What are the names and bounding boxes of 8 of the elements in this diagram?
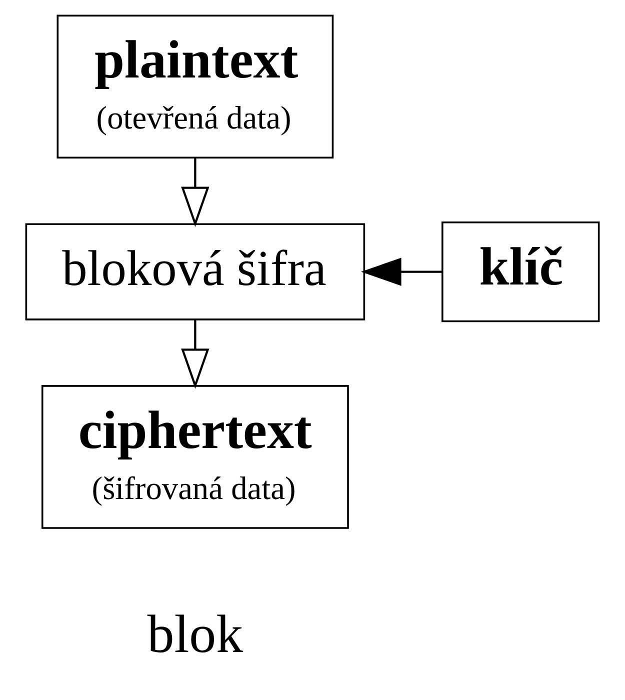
arrow [361,258,442,286]
node-box: plaintext (otevřená data) [56,14,334,159]
arrow [181,158,210,228]
node-box: bloková šifra [25,223,366,320]
node-box: klíč [442,221,600,322]
node-box: ciphertext (šifrovaná data) [41,385,349,529]
label: blok [147,604,244,664]
arrow [181,320,210,389]
